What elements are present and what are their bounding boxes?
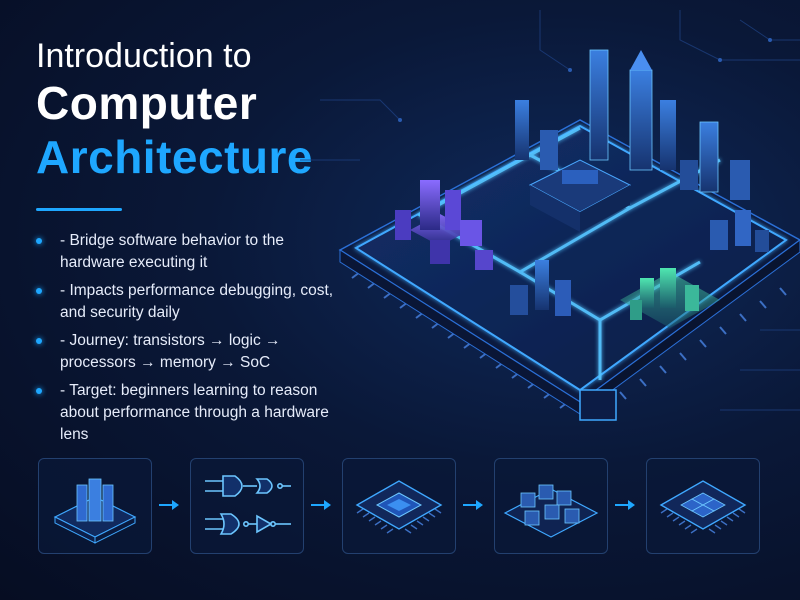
chip-city-illustration [300, 10, 800, 421]
bullet-dot-icon [36, 238, 42, 244]
step-card-logic [190, 458, 304, 554]
bullet-text: - Impacts performance debugging, cost, a… [60, 282, 334, 321]
bullet-dot-icon [36, 288, 42, 294]
progression-strip [38, 458, 760, 554]
step-card-transistor [38, 458, 152, 554]
bullet-dot-icon [36, 388, 42, 394]
step-card-memory [494, 458, 608, 554]
logic-gates-icon [205, 475, 291, 535]
arrow-right-icon [311, 500, 331, 510]
processor-chip-icon [355, 480, 443, 534]
title-block: Introduction to Computer Architecture [36, 36, 396, 184]
step-card-soc [646, 458, 760, 554]
arrow-right-icon [615, 500, 635, 510]
bullet-item: - Target: beginners learning to reason a… [34, 380, 334, 446]
bullet-list: - Bridge software behavior to the hardwa… [34, 230, 334, 452]
title-line-computer: Computer [36, 77, 258, 129]
bullet-item: - Bridge software behavior to the hardwa… [34, 230, 334, 274]
bullet-text: - Journey: transistors → logic → process… [60, 332, 281, 371]
bullet-item: - Impacts performance debugging, cost, a… [34, 280, 334, 324]
step-card-processor [342, 458, 456, 554]
title-underline [36, 208, 122, 211]
bullet-text: - Bridge software behavior to the hardwa… [60, 232, 285, 271]
bullet-dot-icon [36, 338, 42, 344]
arrow-right-icon [463, 500, 483, 510]
memory-blocks-icon [503, 484, 599, 538]
title-line-architecture: Architecture [36, 131, 313, 183]
bullet-text: - Target: beginners learning to reason a… [60, 382, 329, 443]
soc-chip-icon [659, 480, 747, 534]
transistor-icon [53, 478, 137, 544]
title-line-intro: Introduction to [36, 37, 252, 75]
arrow-right-icon [159, 500, 179, 510]
bullet-item: - Journey: transistors → logic → process… [34, 330, 334, 374]
